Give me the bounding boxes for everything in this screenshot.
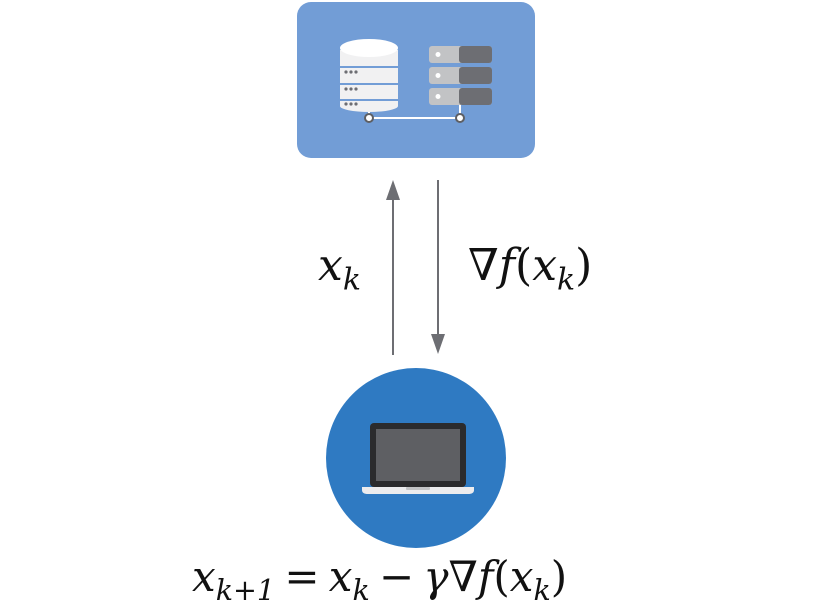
update-arg-var: x xyxy=(509,552,534,601)
server-node xyxy=(297,2,535,158)
label-gradient-close: ) xyxy=(575,240,593,291)
server-box xyxy=(297,2,535,158)
client-node xyxy=(326,368,506,548)
update-open: ( xyxy=(493,552,510,601)
network-link-icon xyxy=(364,105,465,123)
label-gradient-sub: k xyxy=(557,262,576,298)
label-iterate-sub: k xyxy=(342,262,361,298)
database-icon xyxy=(340,39,398,112)
laptop-icon xyxy=(362,423,474,494)
update-minus: − xyxy=(378,552,415,601)
update-rhs-sub: k xyxy=(352,573,370,608)
label-gradient-open: ( xyxy=(515,240,533,291)
label-gradient: ∇f(xk) xyxy=(468,244,592,296)
update-equals: = xyxy=(284,552,320,601)
update-nabla: ∇ xyxy=(448,552,478,601)
label-iterate: xk xyxy=(318,244,361,296)
label-gradient-var: x xyxy=(532,240,558,291)
update-rule-equation: xk+1=xk−γ∇f(xk) xyxy=(192,556,567,605)
update-lhs-sub: k+1 xyxy=(215,573,276,608)
update-f: f xyxy=(477,552,494,601)
label-iterate-var: x xyxy=(318,240,343,291)
label-gradient-nabla: ∇ xyxy=(468,240,499,291)
update-lhs-var: x xyxy=(192,552,216,601)
server-rack-icon xyxy=(429,46,492,105)
update-close: ) xyxy=(550,552,568,601)
label-gradient-f: f xyxy=(498,240,516,291)
update-rhs-var: x xyxy=(328,552,353,601)
upload-arrow xyxy=(386,180,400,355)
update-arg-sub: k xyxy=(533,573,551,608)
update-gamma: γ xyxy=(423,552,449,601)
download-arrow xyxy=(431,180,445,354)
